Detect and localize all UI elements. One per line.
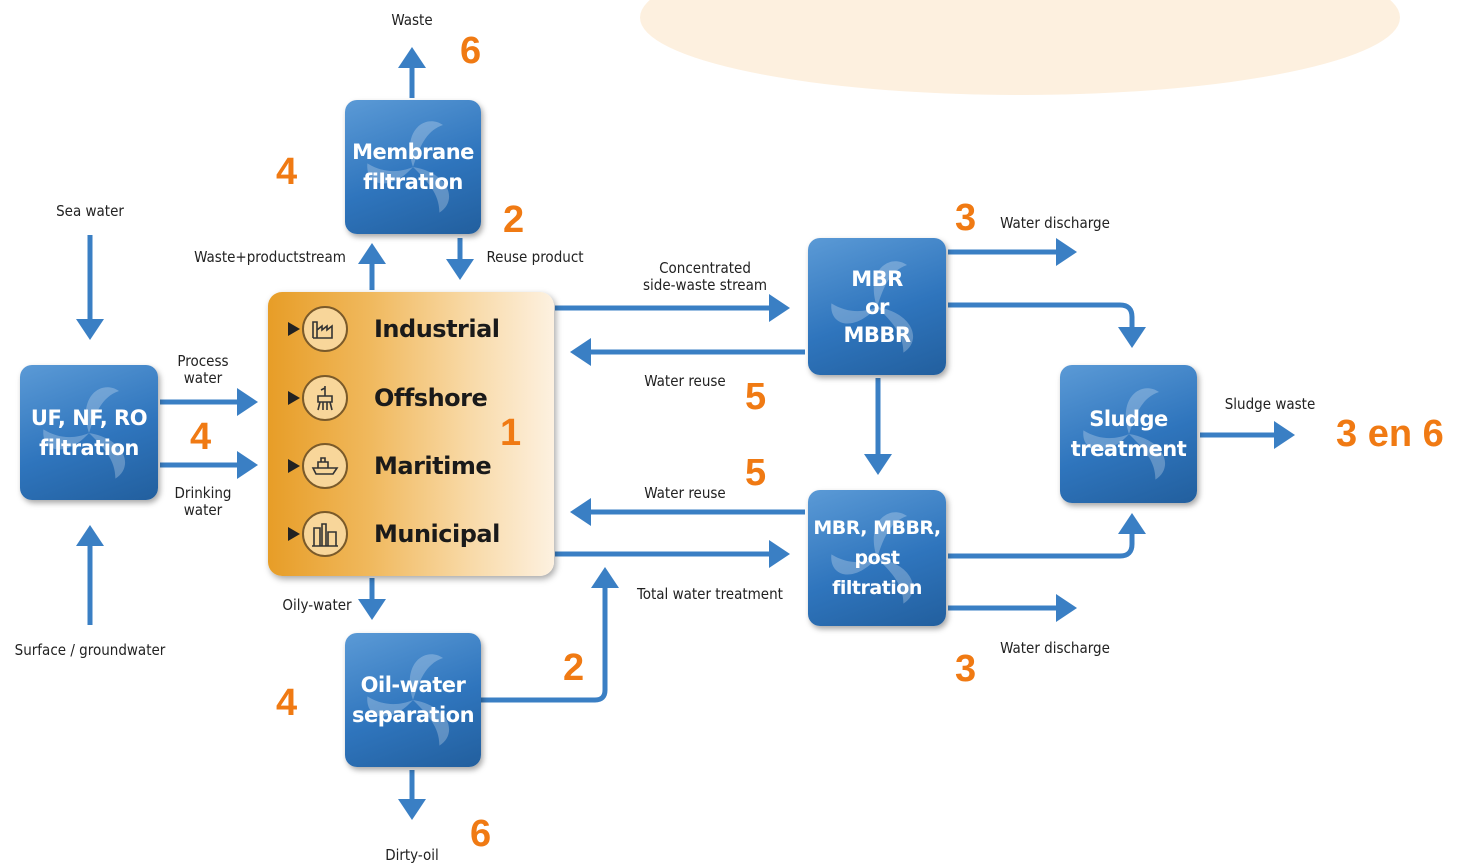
sludge-treatment-label: Sludge treatment xyxy=(1070,407,1187,461)
step-number: 3 en 6 xyxy=(1336,413,1444,455)
sector-label: Industrial xyxy=(374,315,500,343)
sludge-waste-label: Sludge waste xyxy=(1224,395,1316,413)
logo-swirl-icon xyxy=(831,512,914,604)
oil-water-separation-box: Oil-water separation xyxy=(345,633,481,767)
water-discharge-top-label: Water discharge xyxy=(1000,214,1110,232)
process-water-label: Process water xyxy=(177,352,229,387)
concentrated-stream-label: Concentrated side-waste stream xyxy=(643,259,767,294)
step-number: 4 xyxy=(276,682,298,724)
oil-platform-icon xyxy=(302,375,348,421)
mbr-or-mbbr-label: MBR or MBBR xyxy=(843,266,911,347)
oil-water-label: Oil-water separation xyxy=(351,673,475,727)
surface-groundwater-label: Surface / groundwater xyxy=(14,641,166,659)
ship-icon xyxy=(302,443,348,489)
oily-water-label: Oily-water xyxy=(282,596,352,614)
water-reuse-top-label: Water reuse xyxy=(644,372,726,390)
step-number: 2 xyxy=(503,199,525,241)
logo-swirl-icon xyxy=(43,386,126,479)
reuse-product-label: Reuse product xyxy=(486,248,584,266)
pointer-icon xyxy=(288,322,300,336)
step-number: 5 xyxy=(745,376,767,418)
membrane-filtration-label: Membrane filtration xyxy=(352,140,474,194)
membrane-filtration-box: Membrane filtration xyxy=(345,100,481,234)
total-water-treatment-label: Total water treatment xyxy=(637,585,783,603)
sludge-treatment-box: Sludge treatment xyxy=(1060,365,1197,503)
sea-water-label: Sea water xyxy=(56,202,124,220)
arrow-oil-to-total xyxy=(480,567,619,703)
water-reuse-bottom-label: Water reuse xyxy=(644,484,726,502)
arrow-post-to-sludge xyxy=(948,513,1146,559)
sector-label: Offshore xyxy=(374,384,488,412)
sector-offshore: Offshore xyxy=(288,375,488,421)
step-number: 4 xyxy=(190,416,212,458)
step-number: 1 xyxy=(500,412,522,454)
pointer-icon xyxy=(288,527,300,541)
logo-swirl-icon xyxy=(367,654,450,746)
uf-nf-ro-label: UF, NF, RO filtration xyxy=(30,405,148,460)
sectors-box: Industrial Offshore Maritime Municipal xyxy=(268,292,554,576)
waste-productstream-label: Waste+productstream xyxy=(194,248,346,266)
sector-municipal: Municipal xyxy=(288,511,500,557)
logo-swirl-icon xyxy=(831,260,914,353)
water-discharge-bottom-label: Water discharge xyxy=(1000,639,1110,657)
step-number: 6 xyxy=(460,30,482,72)
dirty-oil-label: Dirty-oil xyxy=(385,846,439,864)
pointer-icon xyxy=(288,459,300,473)
mbr-or-mbbr-box: MBR or MBBR xyxy=(808,238,946,375)
step-number: 4 xyxy=(276,151,298,193)
step-number: 3 xyxy=(955,648,977,690)
sector-label: Maritime xyxy=(374,452,492,480)
step-number: 2 xyxy=(563,647,585,689)
sector-maritime: Maritime xyxy=(288,443,492,489)
sector-industrial: Industrial xyxy=(288,306,500,352)
step-number: 6 xyxy=(470,813,492,855)
logo-swirl-icon xyxy=(1082,388,1165,480)
pointer-icon xyxy=(288,391,300,405)
mbr-mbbr-post-filtration-box: MBR, MBBR, post filtration xyxy=(808,490,946,626)
city-icon xyxy=(302,511,348,557)
mbr-mbbr-post-label: MBR, MBBR, post filtration xyxy=(813,517,941,599)
arrow-mbr-to-sludge xyxy=(948,302,1146,348)
drinking-water-label: Drinking water xyxy=(174,484,232,519)
factory-icon xyxy=(302,306,348,352)
step-number: 3 xyxy=(955,197,977,239)
sector-label: Municipal xyxy=(374,520,500,548)
waste-label: Waste xyxy=(391,11,433,29)
step-number: 5 xyxy=(745,452,767,494)
uf-nf-ro-filtration-box: UF, NF, RO filtration xyxy=(20,365,158,500)
logo-swirl-icon xyxy=(367,121,450,213)
